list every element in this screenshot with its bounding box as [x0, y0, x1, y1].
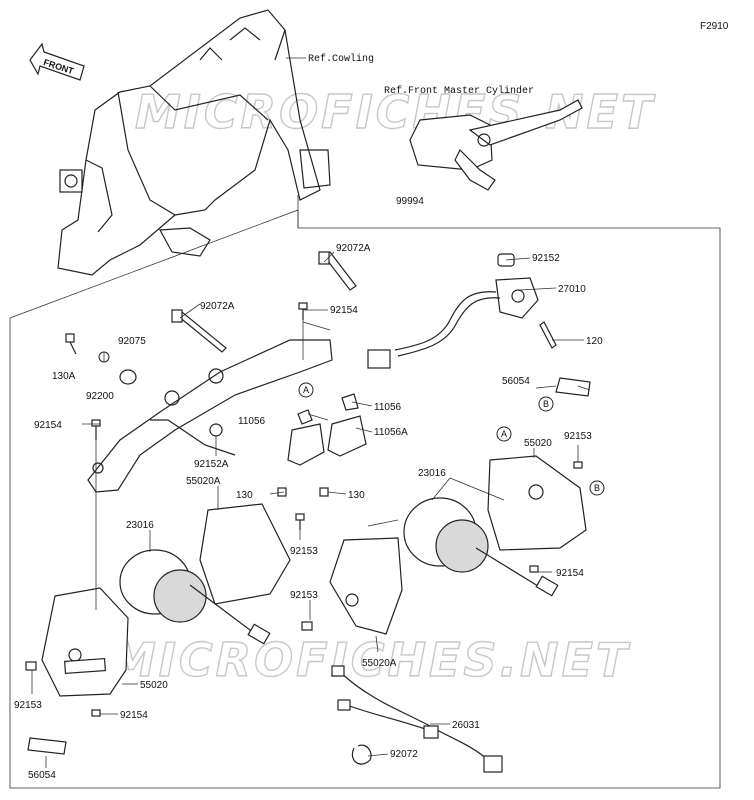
clamp-11056-left — [287, 409, 325, 466]
callout-26031: 26031 — [452, 720, 480, 731]
callout-92153-right: 92153 — [564, 431, 592, 442]
left-driving-light — [41, 503, 291, 697]
callout-120: 120 — [586, 336, 603, 347]
clamp-92072 — [351, 744, 372, 765]
bolt-130-right — [319, 487, 329, 497]
bolt-92153-right — [573, 461, 583, 469]
callout-99994: 99994 — [396, 196, 424, 207]
callout-92072a-upper: 92072A — [336, 243, 371, 254]
ref-front-master-cylinder: Ref.Front Master Cylinder — [384, 85, 534, 97]
bolt-92154-left — [91, 419, 101, 440]
callout-92154-bottom: 92154 — [120, 710, 148, 721]
callout-92200: 92200 — [86, 391, 114, 402]
callout-92152a: 92152A — [194, 459, 229, 470]
clamp-92072a-left — [171, 309, 227, 353]
bolt-92154-right — [529, 565, 539, 573]
marker-a-left: A — [298, 382, 314, 398]
bolt-92153-mid — [295, 513, 305, 530]
front-arrow-icon: FRONT — [29, 42, 85, 81]
svg-text:B: B — [594, 483, 600, 493]
callout-23016-left: 23016 — [126, 520, 154, 531]
callout-56054-upper: 56054 — [502, 376, 530, 387]
watermark-bottom: MICROFICHES.NET — [110, 633, 631, 687]
reflector-56054-upper — [555, 377, 591, 397]
callout-130a: 130A — [52, 371, 76, 382]
leader-lines — [31, 251, 591, 768]
marker-a-right: A — [496, 426, 512, 442]
ref-cowling: Ref.Cowling — [308, 53, 374, 65]
bolt-92153-left-lower — [25, 661, 37, 671]
figure-code: F2910 — [700, 21, 729, 32]
clamp-92072a-upper — [318, 251, 357, 291]
reflector-56054-lower — [27, 737, 67, 755]
callout-92075: 92075 — [118, 336, 146, 347]
frame-stay — [57, 9, 331, 276]
svg-text:B: B — [543, 399, 549, 409]
callout-11056-left: 11056 — [238, 416, 266, 427]
svg-text:A: A — [303, 385, 309, 395]
front-master-cylinder — [409, 99, 583, 191]
callout-130-left: 130 — [236, 490, 253, 501]
svg-text:A: A — [501, 429, 507, 439]
bolt-130a — [65, 333, 77, 355]
marker-b-upper: B — [538, 396, 554, 412]
callout-11056a: 11056A — [374, 427, 408, 438]
callout-23016-right: 23016 — [418, 468, 446, 479]
bolt-92154-bottom — [91, 709, 101, 717]
collar-92152a — [209, 423, 223, 437]
clamp-11056-right — [327, 393, 367, 457]
bolt-92154-bracket — [298, 302, 308, 320]
callout-92154-left: 92154 — [34, 420, 62, 431]
callout-92153-mid: 92153 — [290, 546, 318, 557]
callout-55020-right: 55020 — [524, 438, 552, 449]
callout-92072: 92072 — [390, 749, 418, 760]
callout-labels: 99994 92152 27010 120 92072A 92072A 9215… — [14, 196, 603, 781]
switch-assembly — [367, 253, 557, 369]
light-bracket — [87, 339, 333, 493]
callout-92152: 92152 — [532, 253, 560, 264]
grommet-92075 — [119, 369, 137, 385]
callout-11056-right: 11056 — [374, 402, 402, 413]
right-driving-light — [329, 455, 587, 635]
marker-b-right: B — [589, 480, 605, 496]
callout-92072a-left: 92072A — [200, 301, 235, 312]
callout-56054-lower: 56054 — [28, 770, 56, 781]
callout-55020a-lower: 55020A — [362, 658, 397, 669]
callout-92153-lower: 92153 — [290, 590, 318, 601]
sub-harness — [331, 665, 503, 773]
callout-130-right: 130 — [348, 490, 365, 501]
callout-55020a-upper: 55020A — [186, 476, 221, 487]
callout-92154-right: 92154 — [556, 568, 584, 579]
bolt-92153-lower — [301, 621, 313, 631]
callout-55020-left: 55020 — [140, 680, 168, 691]
callout-27010: 27010 — [558, 284, 586, 295]
callout-92154-bracket: 92154 — [330, 305, 358, 316]
callout-92153-left: 92153 — [14, 700, 42, 711]
